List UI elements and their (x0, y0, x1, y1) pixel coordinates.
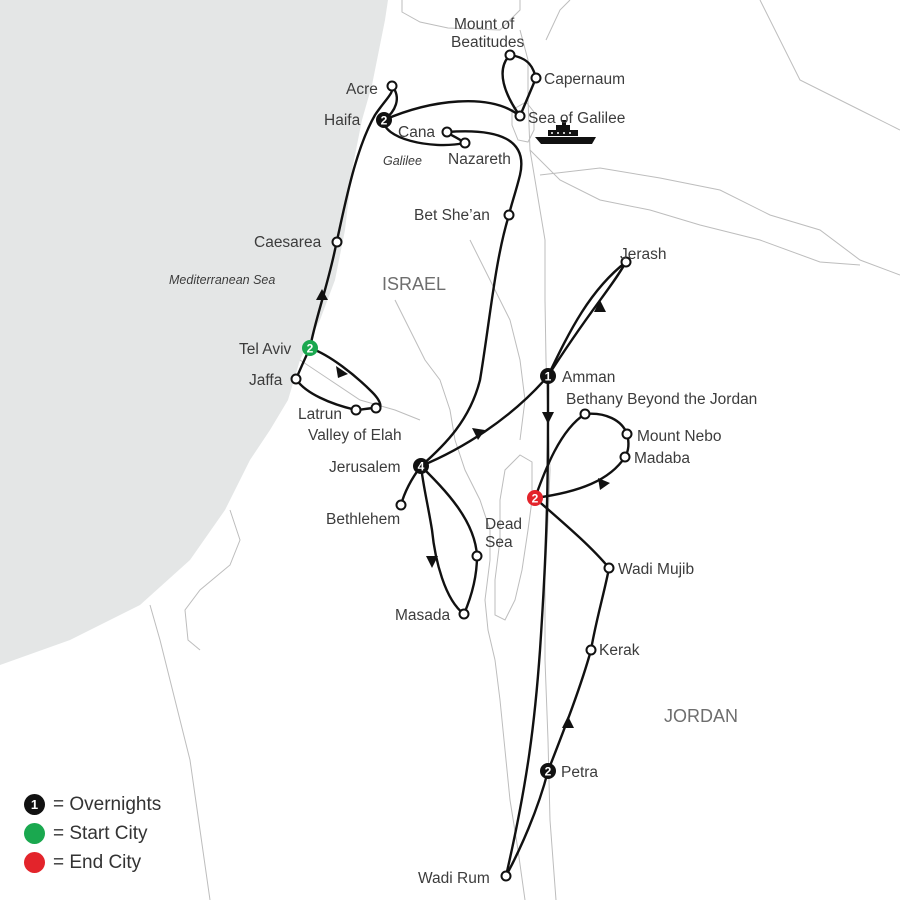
stop-cana (441, 126, 453, 138)
badge-tel-aviv-start: 2 (302, 340, 318, 356)
stop-mount-nebo (621, 428, 633, 440)
water-label-dead-sea-2: Sea (485, 534, 513, 551)
stop-wadi-mujib (603, 562, 615, 574)
overnight-badge-icon: 1 (24, 794, 45, 815)
label-wadi-mujib: Wadi Mujib (618, 561, 694, 578)
stop-acre (386, 80, 398, 92)
badge-haifa: 2 (376, 112, 392, 128)
svg-text:2: 2 (545, 765, 552, 779)
label-nazareth: Nazareth (448, 151, 511, 168)
svg-text:4: 4 (418, 460, 425, 474)
label-madaba: Madaba (634, 450, 690, 467)
legend-row-overnights: 1 = Overnights (24, 790, 161, 819)
mediterranean-sea-area (0, 0, 388, 665)
legend-row-end-city: = End City (24, 848, 161, 877)
arrow-icon (426, 556, 438, 568)
country-label-jordan: JORDAN (664, 706, 738, 726)
stop-latrun (350, 404, 362, 416)
stop-wadi-rum (500, 870, 512, 882)
label-cana: Cana (398, 124, 435, 141)
label-bethany: Bethany Beyond the Jordan (566, 391, 757, 408)
country-label-israel: ISRAEL (382, 274, 446, 294)
stop-valley-of-elah (370, 402, 382, 414)
label-jaffa: Jaffa (249, 372, 283, 389)
svg-text:1: 1 (545, 370, 552, 384)
stop-madaba (619, 451, 631, 463)
badge-petra: 2 (540, 763, 556, 779)
label-amman: Amman (562, 369, 615, 386)
overnight-badges: 2 2 4 1 2 2 (302, 112, 556, 779)
svg-text:2: 2 (307, 342, 314, 356)
map-labels: ISRAEL JORDAN Mediterranean Sea Galilee … (169, 16, 757, 887)
stop-capernaum (530, 72, 542, 84)
end-city-dot-icon (24, 852, 45, 873)
svg-text:2: 2 (381, 114, 388, 128)
label-bethlehem: Bethlehem (326, 511, 400, 528)
water-label-mediterranean: Mediterranean Sea (169, 273, 275, 287)
stop-dead-sea (471, 550, 483, 562)
stop-jerash (620, 256, 632, 268)
label-petra: Petra (561, 764, 598, 781)
label-jerusalem: Jerusalem (329, 459, 401, 476)
label-mount-of-beatitudes-2: Beatitudes (451, 34, 524, 51)
label-haifa: Haifa (324, 112, 361, 129)
stop-masada (458, 608, 470, 620)
label-kerak: Kerak (599, 642, 640, 659)
label-sea-of-galilee: Sea of Galilee (528, 110, 625, 127)
dead-sea-outline (494, 454, 533, 621)
region-label-galilee: Galilee (383, 154, 422, 168)
label-bet-shean: Bet She’an (414, 207, 490, 224)
badge-amman: 1 (540, 368, 556, 384)
badge-jerusalem: 4 (413, 458, 429, 474)
stop-bet-shean (503, 209, 515, 221)
arrow-icon (542, 412, 554, 424)
label-jerash: Jerash (620, 246, 667, 263)
badge-dead-sea-end: 2 (527, 490, 543, 506)
stop-caesarea (331, 236, 343, 248)
arrow-icon (598, 478, 610, 490)
stop-mount-of-beatitudes (504, 49, 516, 61)
label-mount-of-beatitudes-1: Mount of (454, 16, 515, 33)
label-capernaum: Capernaum (544, 71, 625, 88)
stop-jaffa (290, 373, 302, 385)
legend-row-start-city: = Start City (24, 819, 161, 848)
arrow-icon (562, 716, 574, 728)
start-city-dot-icon (24, 823, 45, 844)
legend-label-end-city: = End City (53, 851, 142, 873)
arrow-icon (594, 300, 606, 312)
label-masada: Masada (395, 607, 451, 624)
label-latrun: Latrun (298, 406, 342, 423)
arrow-icon (336, 366, 348, 378)
stop-bethlehem (395, 499, 407, 511)
label-acre: Acre (346, 81, 378, 98)
map-legend: 1 = Overnights = Start City = End City (24, 790, 161, 877)
label-caesarea: Caesarea (254, 234, 322, 251)
label-valley-of-elah: Valley of Elah (308, 427, 402, 444)
label-mount-nebo: Mount Nebo (637, 428, 721, 445)
arrow-icon (316, 289, 328, 300)
stop-nazareth (459, 137, 471, 149)
label-tel-aviv: Tel Aviv (239, 341, 292, 358)
water-label-dead-sea-1: Dead (485, 516, 522, 533)
arrow-icon (472, 428, 485, 440)
direction-arrows (316, 289, 610, 728)
label-wadi-rum: Wadi Rum (418, 870, 490, 887)
stop-kerak (585, 644, 597, 656)
ferry-boat-icon (535, 120, 596, 144)
stop-markers (290, 49, 633, 882)
svg-text:2: 2 (532, 492, 539, 506)
stop-sea-of-galilee (514, 110, 526, 122)
legend-label-start-city: = Start City (53, 822, 148, 844)
country-borders (149, 0, 900, 900)
sea-of-galilee-outline (511, 101, 535, 143)
legend-label-overnights: = Overnights (53, 793, 162, 815)
stop-bethany (579, 408, 591, 420)
